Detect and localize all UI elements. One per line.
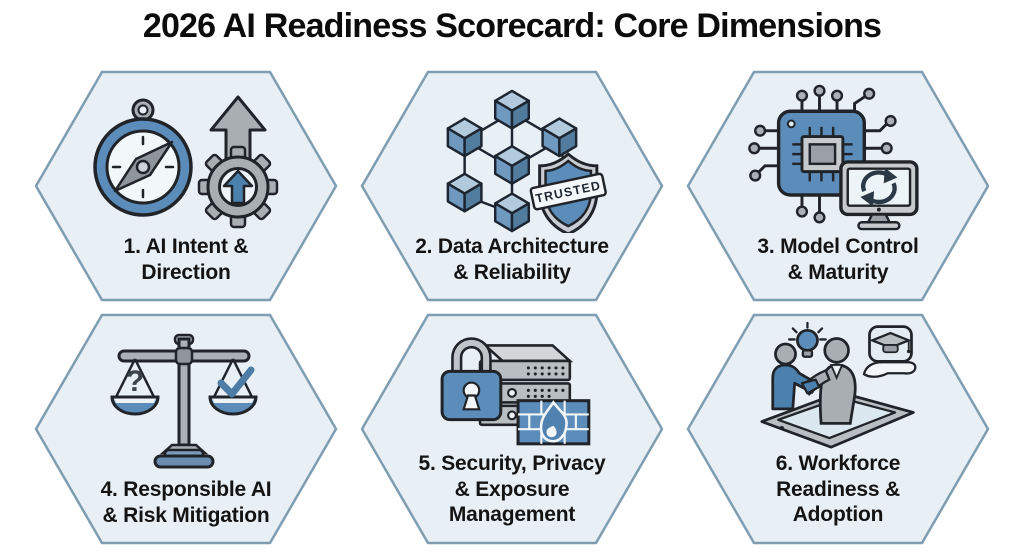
- card-label: 5. Security, Privacy & Exposure Manageme…: [418, 452, 606, 527]
- circuit-traces: [748, 84, 897, 224]
- handshake-learning-tablet-icon: [749, 321, 927, 449]
- card-data-architecture: TRUSTED 2. Data Architecture & Reliabili…: [360, 70, 664, 302]
- card-label: 1. AI Intent & Direction: [123, 235, 249, 284]
- graduation-cap-icon: [869, 331, 912, 354]
- sync-arrows-icon: [860, 167, 898, 207]
- balance-scale-icon: ?: [99, 327, 274, 475]
- card-ai-intent-direction: 1. AI Intent & Direction: [34, 70, 338, 302]
- card-security-privacy: 5. Security, Privacy & Exposure Manageme…: [360, 313, 664, 545]
- monitor-icon: [839, 160, 919, 231]
- lock-icon: [440, 337, 503, 422]
- gear-icon: [197, 145, 279, 229]
- chip-monitor-sync-icon: [743, 84, 933, 232]
- scale-base: [153, 454, 214, 469]
- card-model-control: 3. Model Control & Maturity: [686, 70, 990, 302]
- lightbulb-icon: [788, 321, 827, 358]
- trusted-shield-icon: TRUSTED: [529, 152, 607, 233]
- page-title: 2026 AI Readiness Scorecard: Core Dimens…: [142, 7, 882, 45]
- compass-icon: [93, 98, 193, 217]
- data-cubes-trusted-shield-icon: TRUSTED: [412, 84, 612, 233]
- card-label: 4. Responsible AI & Risk Mitigation: [100, 478, 272, 527]
- server-stack-icon: [478, 344, 574, 427]
- person-left: [771, 342, 818, 411]
- card-label: 6. Workforce Readiness & Adoption: [775, 452, 901, 527]
- handshake-hands: [800, 378, 821, 395]
- hexagon-shape: [360, 313, 664, 545]
- lock-server-firewall-icon: [430, 323, 594, 449]
- compass-gear-growth-icon: [86, 84, 286, 232]
- firewall-icon: [516, 399, 591, 446]
- question-mark-icon: ?: [125, 365, 143, 398]
- flame-icon: [539, 400, 568, 443]
- hand-icon: [862, 361, 917, 378]
- card-label: 2. Data Architecture & Reliability: [415, 235, 609, 284]
- card-label: 3. Model Control & Maturity: [757, 235, 919, 284]
- check-icon: [217, 366, 254, 398]
- card-workforce-readiness: 6. Workforce Readiness & Adoption: [686, 313, 990, 545]
- right-pan: [207, 395, 258, 416]
- left-pan: [109, 395, 160, 416]
- card-responsible-ai: ? 4. Responsible AI & Risk Mitigation: [34, 313, 338, 545]
- graduation-cap-badge: [862, 325, 917, 378]
- data-cubes: [446, 89, 578, 233]
- scale-hub: [174, 346, 193, 366]
